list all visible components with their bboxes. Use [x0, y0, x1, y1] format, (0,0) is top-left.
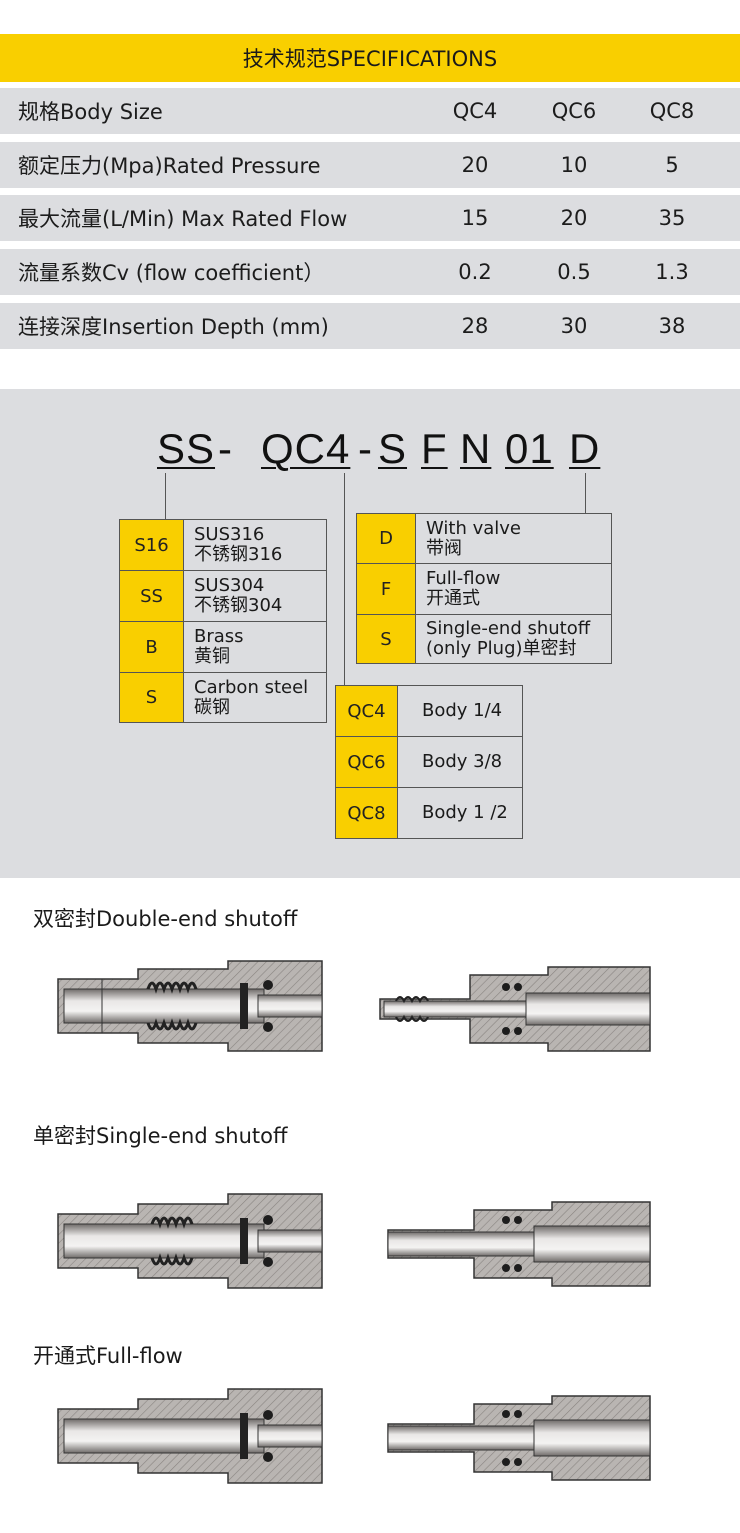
section-title-double: 双密封Double-end shutoff	[33, 907, 298, 931]
spec-row-rated-pressure: 额定压力(Mpa)Rated Pressure 20 10 5	[0, 142, 740, 188]
spec-value: 35	[658, 206, 686, 230]
spec-label: 连接深度Insertion Depth (mm)	[18, 315, 329, 339]
spec-value: 5	[665, 153, 679, 177]
spec-row-body-size: 规格Body Size QC4 QC6 QC8	[0, 88, 740, 134]
size-desc: Body 1 /2	[397, 788, 508, 838]
plug-single-end-drawing	[387, 1201, 651, 1287]
plug-full-flow-drawing	[387, 1395, 651, 1481]
type-desc: Single-end shutoff(only Plug)单密封	[415, 615, 590, 663]
material-code: S16	[120, 520, 183, 570]
pn-seg-s: S	[378, 425, 408, 472]
part-number-code: SS - QC4 - S F N 01 D	[0, 425, 740, 485]
pn-dash: -	[358, 425, 373, 472]
spec-label: 最大流量(L/Min) Max Rated Flow	[18, 207, 348, 231]
material-code: B	[120, 622, 183, 672]
spec-value: 10	[560, 153, 588, 177]
desc-line: 不锈钢304	[194, 595, 283, 616]
table-row: QC8 Body 1 /2	[336, 788, 522, 838]
desc-line: SUS316	[194, 524, 265, 545]
spec-value: 30	[560, 314, 588, 338]
spec-row-max-flow: 最大流量(L/Min) Max Rated Flow 15 20 35	[0, 195, 740, 241]
size-code: QC4	[336, 686, 397, 736]
spec-value: 28	[461, 314, 489, 338]
spec-value: QC6	[551, 99, 597, 123]
plug-double-end-drawing	[379, 966, 651, 1052]
desc-line: Full-flow	[426, 568, 501, 589]
pn-material: SS	[157, 425, 216, 472]
type-code: D	[357, 514, 415, 563]
table-row: S Single-end shutoff(only Plug)单密封	[357, 615, 611, 663]
size-desc: Body 3/8	[397, 737, 502, 787]
spec-value: 0.5	[557, 260, 591, 284]
size-table: QC4 Body 1/4 QC6 Body 3/8 QC8 Body 1 /2	[335, 685, 523, 839]
pn-seg-01: 01	[505, 425, 554, 472]
pn-size: QC4	[261, 425, 351, 472]
pn-type: D	[569, 425, 601, 472]
desc-line: (only Plug)单密封	[426, 638, 577, 659]
spec-value: QC4	[452, 99, 498, 123]
desc-line: 开通式	[426, 588, 480, 609]
socket-full-flow-drawing	[57, 1388, 323, 1484]
spec-row-insertion-depth: 连接深度Insertion Depth (mm) 28 30 38	[0, 303, 740, 349]
socket-single-end-drawing	[57, 1193, 323, 1289]
material-code: SS	[120, 571, 183, 621]
table-row: QC4 Body 1/4	[336, 686, 522, 737]
material-code: S	[120, 673, 183, 722]
leader-line	[165, 473, 166, 519]
desc-line: 黄铜	[194, 646, 230, 667]
size-code: QC8	[336, 788, 397, 838]
spec-value: 20	[560, 206, 588, 230]
spec-label: 流量系数Cv (flow coefficient）	[18, 261, 325, 285]
desc-line: 碳钢	[194, 696, 230, 718]
spec-value: 15	[461, 206, 489, 230]
spec-row-flow-coefficient: 流量系数Cv (flow coefficient） 0.2 0.5 1.3	[0, 249, 740, 295]
type-code: S	[357, 615, 415, 663]
spec-value: 38	[658, 314, 686, 338]
pn-seg-f: F	[421, 425, 448, 472]
desc-line: With valve	[426, 517, 522, 539]
pn-dash: -	[218, 425, 233, 472]
spec-value: QC8	[649, 99, 695, 123]
desc-line: SUS304	[194, 575, 265, 596]
desc-line: 带阀	[426, 537, 462, 559]
spec-value: 1.3	[655, 260, 689, 284]
spec-value: 20	[461, 153, 489, 177]
size-code: QC6	[336, 737, 397, 787]
desc-line: Carbon steel	[194, 676, 309, 698]
size-desc: Body 1/4	[397, 686, 502, 736]
spec-title: 技术规范SPECIFICATIONS	[0, 34, 740, 82]
spec-label: 规格Body Size	[18, 100, 163, 124]
section-title-single: 单密封Single-end shutoff	[33, 1124, 288, 1148]
desc-line: Single-end shutoff	[426, 618, 591, 639]
section-title-full: 开通式Full-flow	[33, 1344, 183, 1368]
spec-label: 额定压力(Mpa)Rated Pressure	[18, 154, 321, 178]
pn-seg-n: N	[460, 425, 492, 472]
leader-line	[344, 473, 345, 685]
desc-line: 不锈钢316	[194, 544, 283, 565]
type-code: F	[357, 564, 415, 614]
leader-line	[585, 473, 586, 513]
spec-value: 0.2	[458, 260, 492, 284]
desc-line: Brass	[194, 626, 244, 647]
socket-double-end-drawing	[57, 960, 323, 1052]
table-row: QC6 Body 3/8	[336, 737, 522, 788]
